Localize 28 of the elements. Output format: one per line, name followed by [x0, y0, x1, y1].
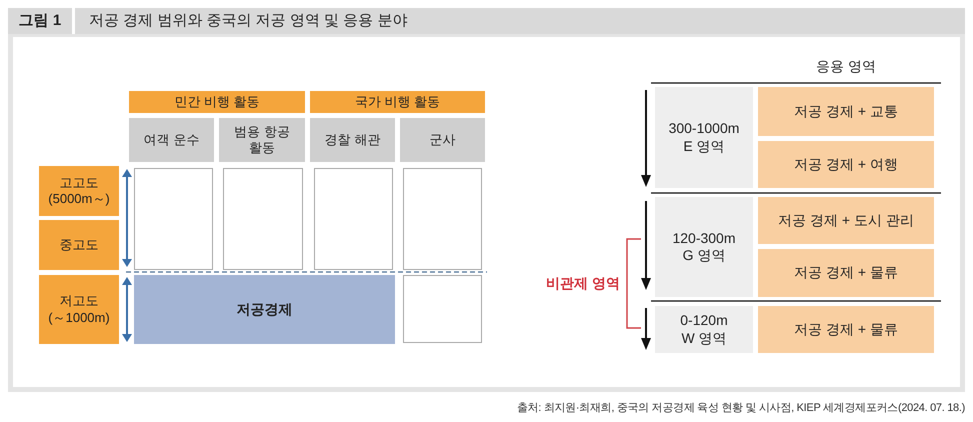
empty-grid-cell [223, 168, 303, 270]
application-label: 저공 경제 + 여행 [758, 141, 934, 188]
activity-category-header: 국가 비행 활동 [310, 91, 485, 113]
activity-category-header: 민간 비행 활동 [129, 91, 305, 113]
altitude-band-label: 고고도 (5000m～) [39, 166, 119, 216]
title-bar: 저공 경제 범위와 중국의 저공 영역 및 응용 분야 [75, 8, 965, 34]
empty-grid-cell [403, 168, 482, 270]
source-caption: 출처: 최지원·최재희, 중국의 저공경제 육성 현황 및 시사점, KIEP 세계경제포커스(2024. 07. 18.) [516, 401, 965, 415]
application-label: 저공 경제 + 물류 [758, 306, 934, 353]
application-label: 저공 경제 + 교통 [758, 87, 934, 136]
activity-type-header: 경찰 해관 [310, 118, 395, 162]
activity-type-header: 군사 [400, 118, 485, 162]
altitude-band-label: 저고도 (～1000m) [39, 275, 119, 344]
figure-number-tab: 그림 1 [8, 8, 72, 34]
empty-grid-cell [403, 275, 482, 343]
bracket-label: 비관제 영역 [545, 274, 621, 293]
application-label: 저공 경제 + 도시 관리 [758, 197, 934, 244]
altitude-zone-label: 0-120m W 영역 [655, 306, 753, 353]
empty-grid-cell [314, 168, 393, 270]
column-heading: 응용 영역 [815, 57, 877, 76]
altitude-zone-label: 300-1000m E 영역 [655, 87, 753, 188]
activity-type-header: 범용 항공 활동 [219, 118, 305, 162]
activity-type-header: 여객 운수 [129, 118, 214, 162]
application-label: 저공 경제 + 물류 [758, 249, 934, 297]
altitude-band-label: 중고도 [39, 220, 119, 270]
low-altitude-economy-block: 저공경제 [134, 275, 395, 344]
altitude-zone-label: 120-300m G 영역 [655, 197, 753, 297]
empty-grid-cell [134, 168, 213, 270]
